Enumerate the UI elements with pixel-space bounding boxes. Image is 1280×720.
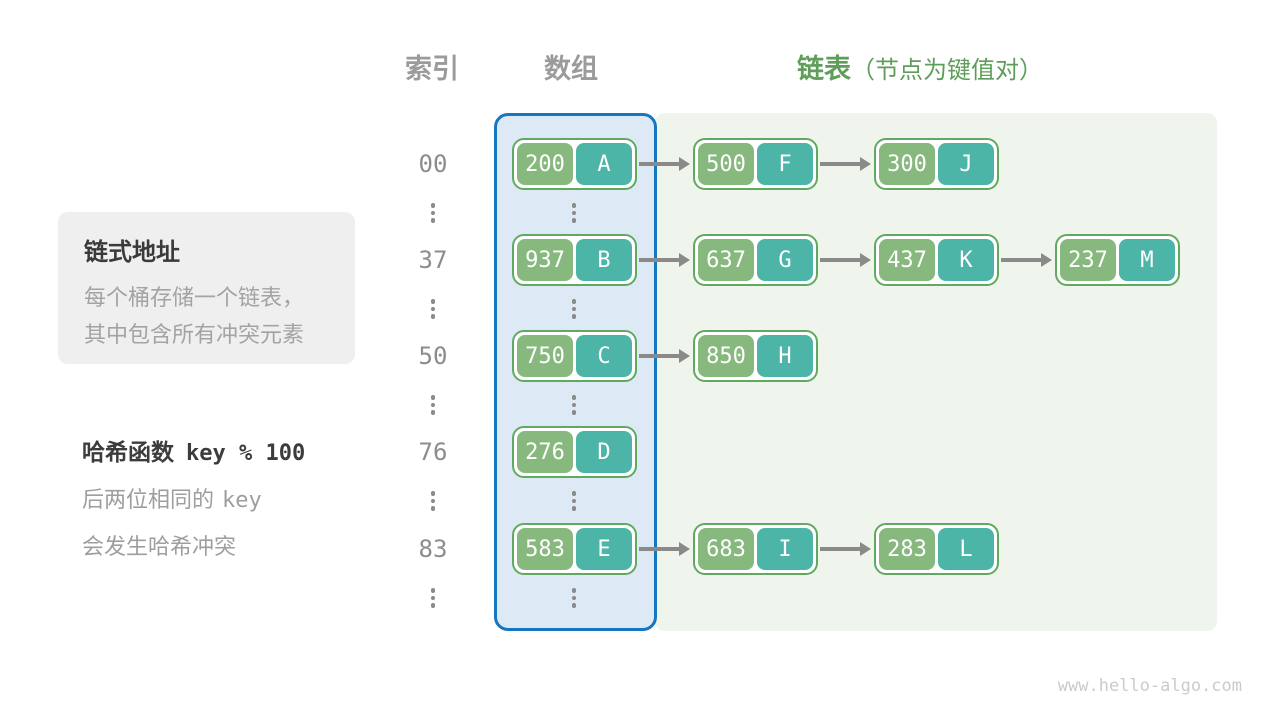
arrow-icon — [639, 157, 690, 171]
ellipsis-dots — [571, 299, 577, 319]
hash-function-title: 哈希函数 key % 100 — [82, 433, 305, 467]
node-key: 283 — [879, 528, 935, 570]
node-key: 683 — [698, 528, 754, 570]
hash-note-line1-text: 后两位相同的 — [82, 487, 215, 512]
hash-note-line2: 会发生哈希冲突 — [82, 534, 237, 559]
node-key: 276 — [517, 431, 573, 473]
column-header-index: 索引 — [405, 54, 459, 84]
ellipsis-dots — [571, 203, 577, 223]
node-key: 750 — [517, 335, 573, 377]
ellipsis-dots — [430, 299, 436, 319]
node-key: 237 — [1060, 239, 1116, 281]
arrow-shaft — [639, 547, 681, 551]
node-value: H — [757, 335, 813, 377]
ellipsis-dots — [430, 491, 436, 511]
index-label: 00 — [418, 150, 448, 178]
index-label: 76 — [418, 438, 448, 466]
arrow-shaft — [639, 258, 681, 262]
node-key: 583 — [517, 528, 573, 570]
linked-list-label: 链表 — [797, 54, 851, 84]
chaining-info-box: 链式地址 每个桶存储一个链表， 其中包含所有冲突元素 — [58, 212, 355, 364]
chaining-info-line2: 其中包含所有冲突元素 — [84, 322, 305, 347]
node-key: 637 — [698, 239, 754, 281]
linked-list-note: （节点为键值对） — [851, 57, 1043, 84]
ellipsis-dots — [430, 203, 436, 223]
node-value: D — [576, 431, 632, 473]
arrow-head — [860, 542, 871, 556]
ellipsis-dots — [571, 491, 577, 511]
hash-note-line1-code: key — [222, 488, 262, 513]
node-key: 850 — [698, 335, 754, 377]
node-key: 437 — [879, 239, 935, 281]
arrow-head — [679, 349, 690, 363]
arrow-head — [860, 157, 871, 171]
node-value: G — [757, 239, 813, 281]
arrow-icon — [820, 157, 871, 171]
arrow-icon — [820, 542, 871, 556]
ellipsis-dots — [430, 588, 436, 608]
node-key: 200 — [517, 143, 573, 185]
arrow-shaft — [820, 547, 862, 551]
node-value: M — [1119, 239, 1175, 281]
hash-function-code: key % 100 — [186, 441, 306, 466]
arrow-icon — [639, 542, 690, 556]
arrow-shaft — [639, 354, 681, 358]
arrow-shaft — [1001, 258, 1043, 262]
arrow-shaft — [820, 162, 862, 166]
node-key: 937 — [517, 239, 573, 281]
arrow-head — [1041, 253, 1052, 267]
node-value: B — [576, 239, 632, 281]
node-value: J — [938, 143, 994, 185]
node-value: E — [576, 528, 632, 570]
ellipsis-dots — [571, 588, 577, 608]
index-label: 50 — [418, 342, 448, 370]
node-key: 300 — [879, 143, 935, 185]
arrow-shaft — [639, 162, 681, 166]
arrow-head — [679, 253, 690, 267]
arrow-head — [679, 542, 690, 556]
arrow-icon — [639, 349, 690, 363]
node-value: C — [576, 335, 632, 377]
node-value: F — [757, 143, 813, 185]
arrow-icon — [820, 253, 871, 267]
ellipsis-dots — [430, 395, 436, 415]
chaining-info-title: 链式地址 — [84, 239, 180, 266]
watermark: www.hello-algo.com — [1057, 676, 1242, 696]
hash-note-line1: 后两位相同的 key — [82, 482, 305, 514]
node-value: L — [938, 528, 994, 570]
hash-function-title-text: 哈希函数 — [82, 439, 174, 465]
arrow-head — [860, 253, 871, 267]
column-header-linked-list: 链表 （节点为键值对） — [797, 52, 1043, 86]
node-value: A — [576, 143, 632, 185]
ellipsis-dots — [571, 395, 577, 415]
hash-function-note: 哈希函数 key % 100 后两位相同的 key 会发生哈希冲突 — [82, 433, 305, 561]
index-label: 83 — [418, 535, 448, 563]
arrow-shaft — [820, 258, 862, 262]
column-header-array: 数组 — [544, 54, 598, 84]
chaining-info-line1: 每个桶存储一个链表， — [84, 285, 305, 310]
node-key: 500 — [698, 143, 754, 185]
arrow-head — [679, 157, 690, 171]
arrow-icon — [1001, 253, 1052, 267]
node-value: I — [757, 528, 813, 570]
index-label: 37 — [418, 246, 448, 274]
node-value: K — [938, 239, 994, 281]
arrow-icon — [639, 253, 690, 267]
